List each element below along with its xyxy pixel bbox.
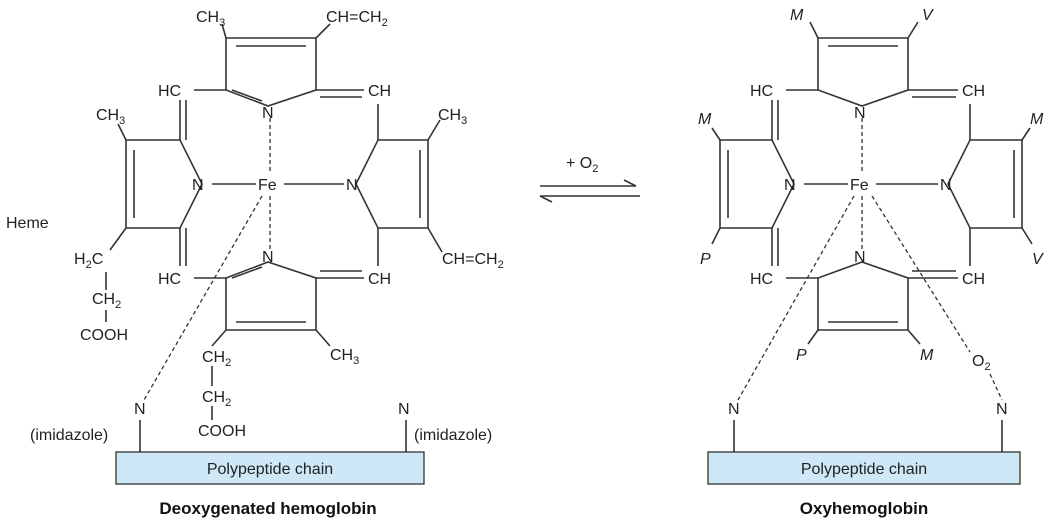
heme-label: Heme [6, 215, 49, 232]
oxy-structure [711, 21, 1033, 401]
imidazole-n-label: N [398, 401, 410, 418]
n-label: N [940, 177, 952, 194]
right-ch3-bond [427, 119, 441, 141]
h2c-label: H2C [74, 251, 103, 271]
bottom-pyrrole-ring [225, 261, 317, 331]
ch3-label: CH3 [96, 107, 125, 127]
v-substituent-label: V [922, 7, 934, 24]
ch-label: CH [368, 83, 391, 100]
n-label: N [784, 177, 796, 194]
n-label: N [262, 249, 274, 266]
m-substituent-label: M [920, 347, 934, 364]
left-pyrrole-ring [125, 139, 203, 229]
right-pyrrole-ring [355, 139, 429, 229]
fe-label: Fe [258, 177, 277, 194]
m-bond [711, 127, 721, 141]
m-substituent-label: M [698, 111, 712, 128]
m-substituent-label: M [1030, 111, 1044, 128]
equilibrium-arrow [539, 179, 640, 203]
n-label: N [854, 105, 866, 122]
hc-label: HC [750, 83, 773, 100]
deoxy-polypeptide-chain [115, 451, 425, 485]
top-pyrrole-ring [817, 37, 909, 107]
fe-imidazole-dashed-bond [143, 195, 263, 401]
vinyl-label: CH=CH2 [326, 9, 388, 29]
top-ring-inner-bond-2 [231, 89, 263, 102]
ch3-label: CH3 [330, 347, 359, 367]
ch2-label: CH2 [202, 349, 231, 369]
forward-arrow-head [623, 179, 637, 187]
bottom-propionate-bond [211, 329, 227, 347]
reverse-arrow-head [539, 195, 553, 203]
left-pyrrole-ring [719, 139, 795, 229]
p-bond [711, 227, 721, 245]
n-label: N [192, 177, 204, 194]
v-substituent-label: V [1032, 251, 1044, 268]
hc-label: HC [750, 271, 773, 288]
bottom-ch3-bond [315, 329, 331, 347]
vinyl-label: CH=CH2 [442, 251, 504, 271]
deoxy-title: Deoxygenated hemoglobin [159, 499, 376, 518]
n-label: N [262, 105, 274, 122]
ch-label: CH [368, 271, 391, 288]
top-ch3-bond [221, 23, 227, 39]
imidazole-n-label: N [134, 401, 146, 418]
ch-label: CH [962, 271, 985, 288]
top-pyrrole-ring [225, 37, 317, 107]
imidazole-left-label: (imidazole) [30, 427, 108, 444]
cooh-label: COOH [198, 423, 246, 440]
deoxy-structure [105, 23, 443, 420]
o2-label: O2 [972, 353, 991, 373]
ch-label: CH [962, 83, 985, 100]
top-vinyl-bond [315, 23, 331, 39]
ch3-label: CH3 [438, 107, 467, 127]
hc-label: HC [158, 83, 181, 100]
ch2-label: CH2 [92, 291, 121, 311]
hc-label: HC [158, 271, 181, 288]
right-vinyl-bond [427, 227, 443, 253]
m-bond [1021, 127, 1031, 141]
p-substituent-label: P [700, 251, 711, 268]
fe-imidazole-dashed-bond [737, 195, 855, 401]
imidazole-right-label: (imidazole) [414, 427, 492, 444]
left-ch3-bond [117, 123, 127, 141]
p-substituent-label: P [796, 347, 807, 364]
o2-imidazole-dashed-bond [989, 373, 1003, 401]
plus-o2-label: + O2 [566, 155, 598, 175]
n-label: N [854, 249, 866, 266]
bottom-ring-inner-bond-2 [231, 266, 263, 279]
oxy-title: Oxyhemoglobin [800, 499, 928, 518]
right-pyrrole-ring [947, 139, 1023, 229]
imidazole-n-label: N [728, 401, 740, 418]
v-bond [907, 21, 919, 39]
oxy-polypeptide-chain [707, 451, 1021, 485]
bottom-pyrrole-ring [817, 261, 909, 331]
m-substituent-label: M [790, 7, 804, 24]
fe-label: Fe [850, 177, 869, 194]
cooh-label: COOH [80, 327, 128, 344]
n-label: N [346, 177, 358, 194]
v-bond [1021, 227, 1033, 245]
ch3-label: CH3 [196, 9, 225, 29]
oxy-chain-label: Polypeptide chain [801, 461, 927, 478]
left-propionate-bond [109, 227, 127, 251]
m-bond [907, 329, 921, 345]
fe-o2-dashed-bond [871, 195, 971, 353]
ch2-label: CH2 [202, 389, 231, 409]
deoxy-chain-label: Polypeptide chain [207, 461, 333, 478]
imidazole-n-label: N [996, 401, 1008, 418]
p-bond [807, 329, 819, 345]
m-bond [809, 21, 819, 39]
